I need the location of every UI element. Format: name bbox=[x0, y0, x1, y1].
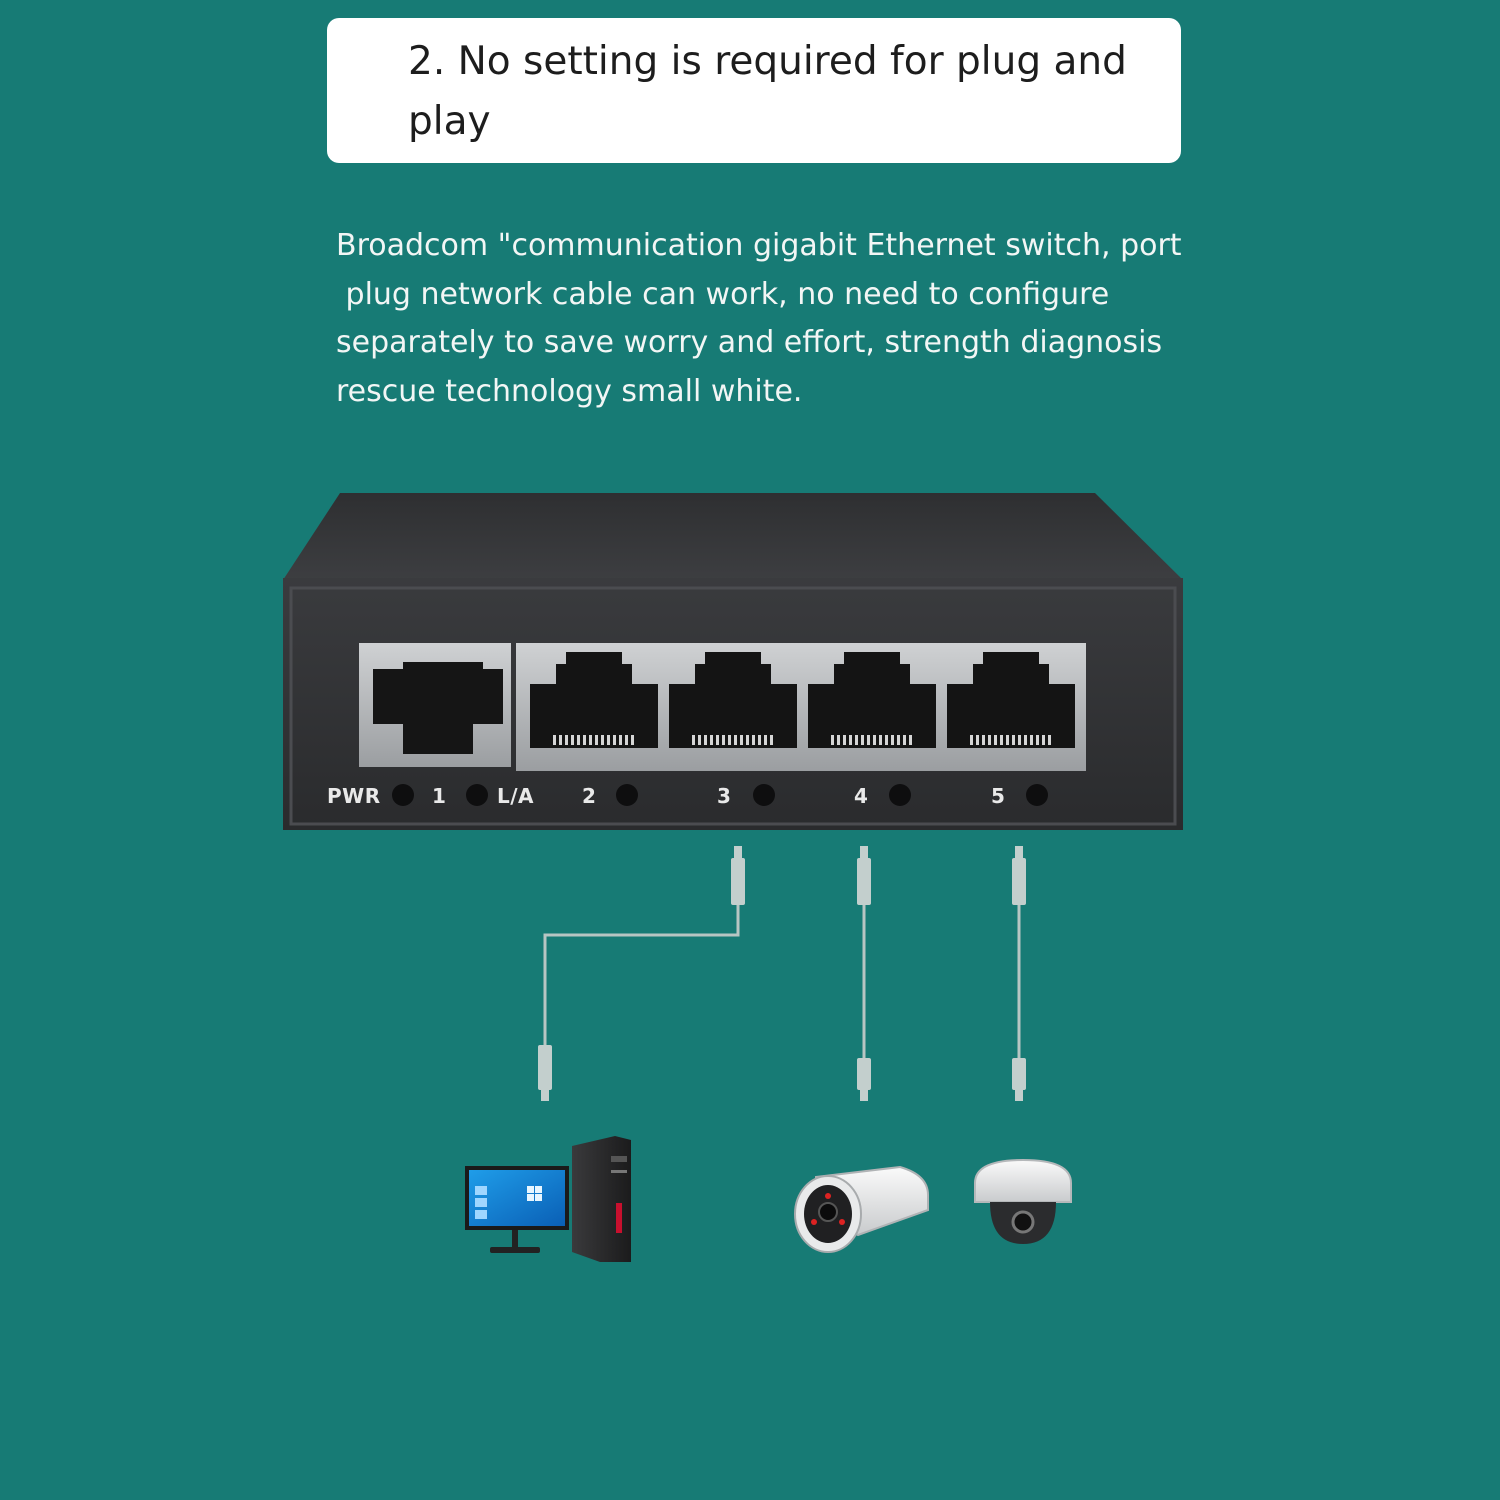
rj45-port-2[interactable] bbox=[530, 652, 658, 748]
description-line: Broadcom "communication gigabit Ethernet… bbox=[336, 228, 1182, 263]
rj45-connectors bbox=[538, 846, 1026, 1101]
port-5-label: 5 bbox=[991, 784, 1006, 808]
switch-top bbox=[283, 493, 1183, 580]
power-led bbox=[392, 784, 414, 806]
rj45-plug-icon bbox=[857, 846, 871, 905]
port-2-led bbox=[616, 784, 638, 806]
description-line: separately to save worry and effort, str… bbox=[336, 325, 1163, 360]
network-cables bbox=[543, 905, 1021, 1058]
description-line: rescue technology small white. bbox=[336, 373, 803, 409]
rj45-port-1[interactable] bbox=[373, 662, 503, 754]
port-3-led bbox=[753, 784, 775, 806]
port-1-led bbox=[466, 784, 488, 806]
desktop-computer-icon bbox=[465, 1136, 631, 1262]
heading-card: 2. No setting is required for plug and p… bbox=[327, 18, 1181, 163]
port-3-label: 3 bbox=[717, 784, 732, 808]
rj45-port-3[interactable] bbox=[669, 652, 797, 748]
rj45-plug-icon bbox=[1012, 1058, 1026, 1101]
ethernet-switch bbox=[283, 493, 1183, 830]
rj45-port-4[interactable] bbox=[808, 652, 936, 748]
bullet-camera-icon bbox=[794, 1165, 929, 1253]
port-1-label: 1 bbox=[432, 784, 447, 808]
port-2-label: 2 bbox=[582, 784, 597, 808]
description-line: plug network cable can work, no need to … bbox=[336, 276, 1110, 312]
page-title: 2. No setting is required for plug and p… bbox=[408, 39, 1127, 144]
dome-camera-icon bbox=[974, 1158, 1072, 1244]
rj45-plug-icon bbox=[1012, 846, 1026, 905]
rj45-port-5[interactable] bbox=[947, 652, 1075, 748]
rj45-plug-icon bbox=[857, 1058, 871, 1101]
feature-description: Broadcom "communication gigabit Ethernet… bbox=[336, 222, 1196, 416]
port-4-led bbox=[889, 784, 911, 806]
power-label: PWR bbox=[327, 784, 381, 808]
rj45-plug-icon bbox=[731, 846, 745, 905]
link-activity-label: L/A bbox=[497, 784, 535, 808]
port-4-label: 4 bbox=[854, 784, 869, 808]
port-5-led bbox=[1026, 784, 1048, 806]
rj45-plug-icon bbox=[538, 1045, 552, 1101]
cable-port-3-to-pc bbox=[543, 905, 740, 1045]
